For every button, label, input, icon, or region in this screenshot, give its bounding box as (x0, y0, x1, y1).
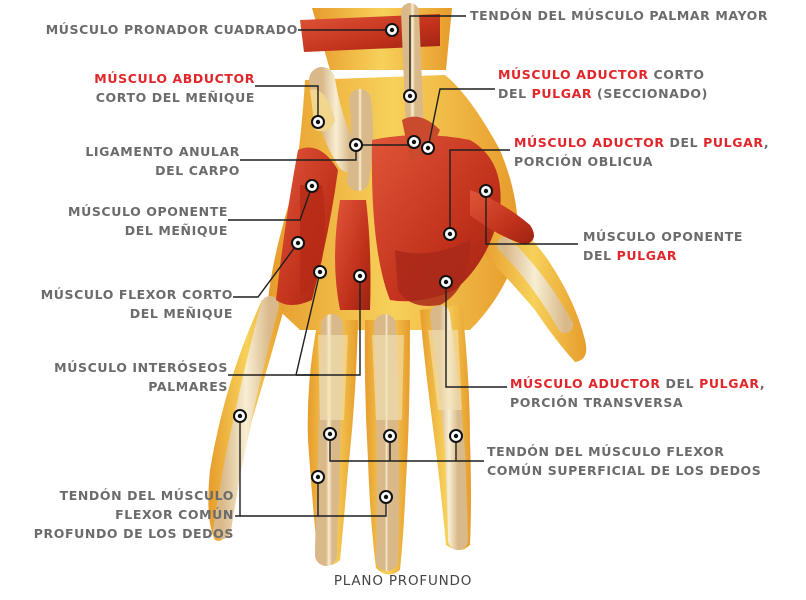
sheath-middle (372, 335, 404, 420)
interossei (335, 200, 371, 310)
label-flexor-profundo: TENDÓN DEL MÚSCULO FLEXOR COMÚN PROFUNDO… (34, 486, 234, 543)
label-flexor-superficial: TENDÓN DEL MÚSCULO FLEXOR COMÚN SUPERFIC… (487, 442, 761, 480)
label-pronador-cuadrado: MÚSCULO PRONADOR CUADRADO (46, 20, 298, 39)
label-palmar-mayor: TENDÓN DEL MÚSCULO PALMAR MAYOR (470, 6, 768, 25)
label-aductor-corto-pulgar: MÚSCULO ADUCTOR CORTO DEL PULGAR (SECCIO… (498, 65, 708, 103)
sheath-ring (318, 335, 348, 420)
label-aductor-transversa: MÚSCULO ADUCTOR DEL PULGAR, PORCIÓN TRAN… (510, 374, 765, 412)
label-ligamento-anular: LIGAMENTO ANULAR DEL CARPO (85, 142, 240, 180)
label-interoseos-palmares: MÚSCULO INTERÓSEOS PALMARES (54, 358, 228, 396)
label-oponente-pulgar: MÚSCULO OPONENTE DEL PULGAR (583, 227, 743, 265)
label-aductor-oblicua: MÚSCULO ADUCTOR DEL PULGAR, PORCIÓN OBLI… (514, 133, 769, 171)
palmaris-tendon (410, 12, 415, 130)
label-flexor-corto-menique: MÚSCULO FLEXOR CORTO DEL MEÑIQUE (41, 285, 233, 323)
label-abductor-menique: MÚSCULO ABDUCTOR CORTO DEL MEÑIQUE (94, 69, 255, 107)
figure-caption: PLANO PROFUNDO (0, 573, 806, 589)
label-oponente-menique: MÚSCULO OPONENTE DEL MEÑIQUE (68, 202, 228, 240)
